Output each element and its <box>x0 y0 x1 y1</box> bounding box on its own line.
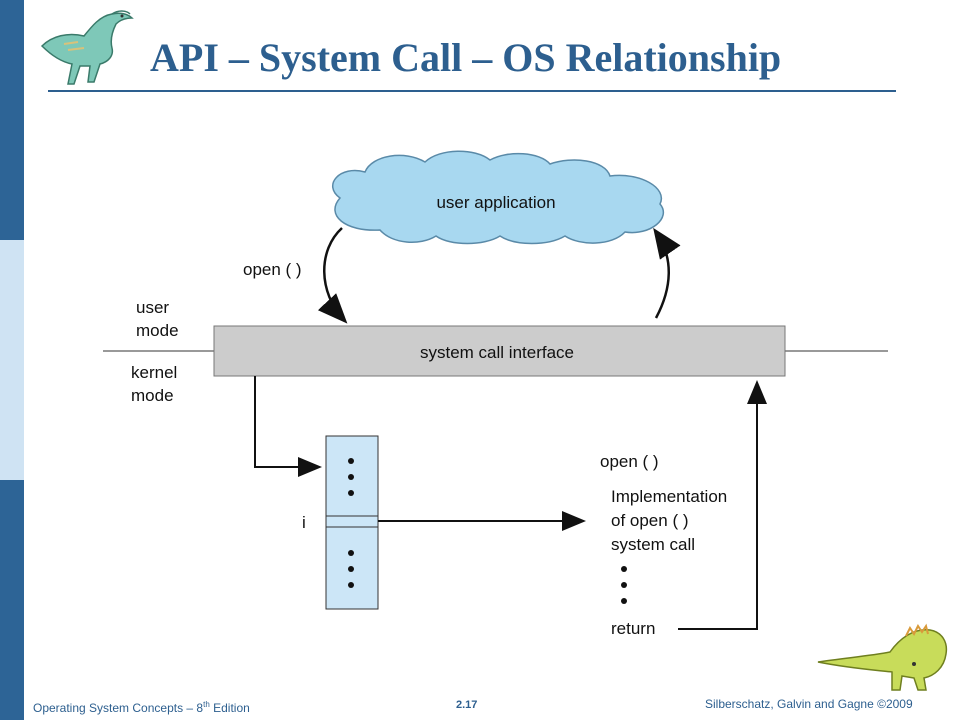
table-ellipsis-top <box>348 458 354 496</box>
footer-authors: Silberschatz, Galvin and Gagne ©2009 <box>705 697 913 711</box>
return-label: return <box>611 619 655 638</box>
sidebar-accent-top <box>0 0 24 240</box>
open-call-arrow <box>317 227 348 324</box>
open-call-impl-label: open ( ) <box>600 452 659 471</box>
kernel-mode-label: kernel mode <box>131 363 182 405</box>
sidebar-accent-middle <box>0 240 24 480</box>
return-to-app-arrow <box>653 227 681 319</box>
system-call-table <box>325 435 379 610</box>
implementation-label: Implementation of open ( ) system call <box>611 487 732 554</box>
sidebar-accent-bottom <box>0 480 24 720</box>
footer-page-number: 2.17 <box>456 699 478 711</box>
interface-to-table-arrow <box>254 376 322 477</box>
return-arrow <box>678 380 767 630</box>
dinosaur-mascot-icon <box>817 623 948 691</box>
user-mode-label: user mode <box>136 298 179 340</box>
footer-book-title: Operating System Concepts – 8th Edition <box>33 700 250 715</box>
user-application-cloud <box>332 150 665 245</box>
system-call-interface-box <box>213 325 786 377</box>
title-underline <box>48 90 896 92</box>
slide-title: API – System Call – OS Relationship <box>150 35 782 80</box>
dinosaur-logo-icon <box>40 10 134 85</box>
implementation-ellipsis <box>621 566 627 604</box>
table-index-label: i <box>302 513 306 532</box>
open-call-top-label: open ( ) <box>243 260 302 279</box>
system-call-interface-label: system call interface <box>420 343 574 362</box>
table-ellipsis-bottom <box>348 550 354 588</box>
user-application-label: user application <box>436 193 555 212</box>
